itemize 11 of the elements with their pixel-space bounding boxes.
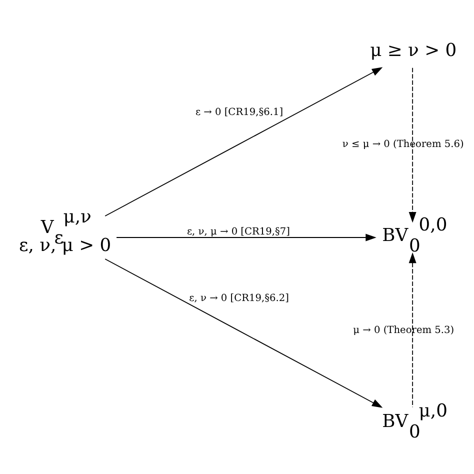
edge-label: ε → 0 [CR19,§6.1] [195, 106, 284, 118]
arrow [408, 66, 416, 222]
edge-label: μ → 0 (Theorem 5.3) [353, 324, 454, 336]
edge-label: ε, ν → 0 [CR19,§6.2] [189, 292, 289, 304]
arrow [104, 258, 383, 408]
arrow [408, 252, 416, 408]
edge-label: ν ≤ μ → 0 (Theorem 5.6) [342, 138, 464, 150]
node-text: μ ≥ ν > 0 [370, 40, 457, 61]
arrow [116, 233, 376, 241]
edge-label: ε, ν, μ → 0 [CR19,§7] [186, 226, 290, 238]
arrow [104, 66, 383, 216]
